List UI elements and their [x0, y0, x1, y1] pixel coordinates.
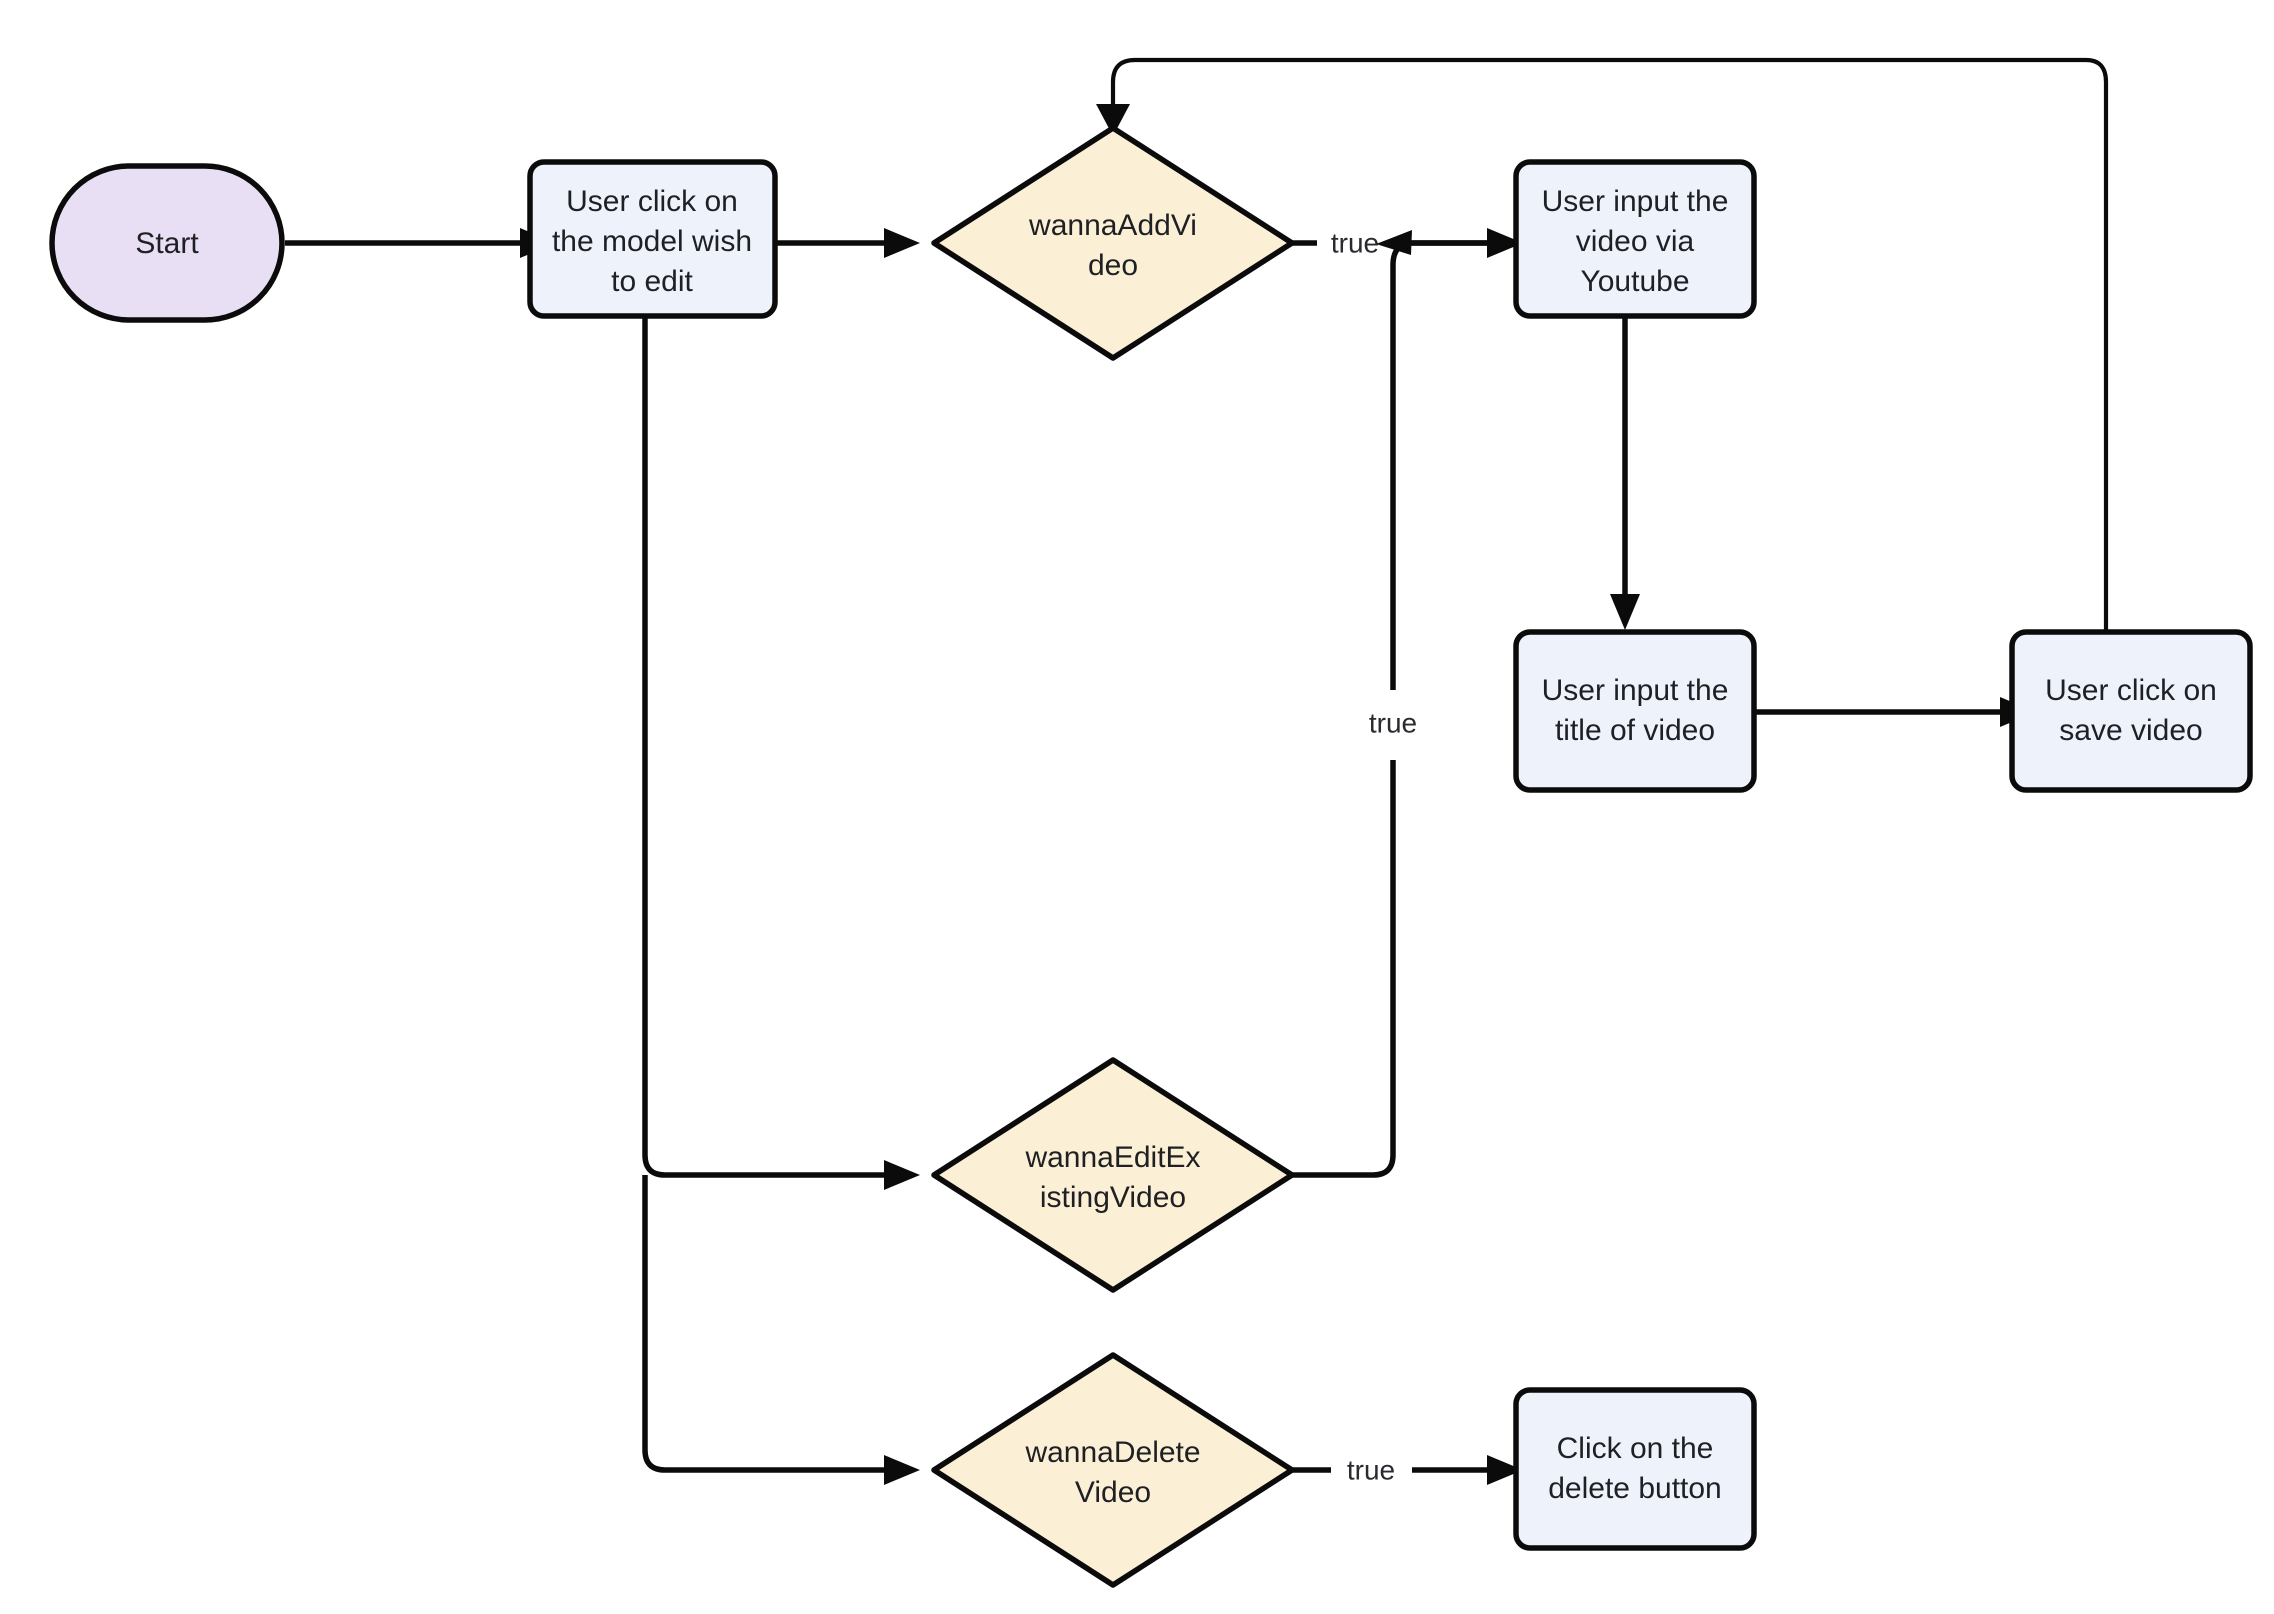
edge-label-edit-true: true [1369, 707, 1417, 738]
node-input-video-youtube[interactable]: User input the video via Youtube [1513, 159, 1757, 319]
node-input-title-label-line-1: User input the [1542, 674, 1729, 707]
node-click-model-label-line-3: to edit [611, 265, 693, 298]
node-click-save-video-label-line-2: save video [2059, 714, 2202, 747]
node-click-delete-button-label-line-2: delete button [1548, 1472, 1721, 1505]
arrow-head-icon [1096, 104, 1130, 136]
node-wanna-add-video-shape[interactable] [931, 125, 1295, 361]
edge-click-save-video-to-wanna-add-video [1096, 57, 2109, 636]
node-wanna-edit-existing[interactable]: wannaEditEx istingVideo [931, 1057, 1295, 1293]
node-wanna-delete-video[interactable]: wannaDelete Video [931, 1352, 1295, 1588]
arrow-head-icon [1610, 594, 1640, 630]
arrow-head-icon [1376, 230, 1412, 255]
edge-click-model-to-wanna-add-video [775, 228, 920, 258]
edge-label-delete-true: true [1347, 1454, 1395, 1485]
edge-path-lower [1291, 760, 1396, 1178]
node-input-video-youtube-label-line-1: User input the [1542, 185, 1729, 218]
node-wanna-add-video[interactable]: wannaAddVi deo [931, 125, 1295, 361]
edge-path-upper [1390, 240, 1487, 690]
arrow-head-icon [1487, 1455, 1523, 1485]
edges-layer: true true [285, 57, 2109, 1485]
node-click-save-video[interactable]: User click on save video [2009, 629, 2253, 793]
arrow-head-icon [884, 1160, 920, 1190]
node-input-video-youtube-label-line-3: Youtube [1580, 265, 1689, 298]
edge-click-model-to-wanna-edit-existing [642, 316, 920, 1190]
node-wanna-add-video-label-line-2: deo [1088, 249, 1138, 282]
node-wanna-edit-existing-label-line-1: wannaEditEx [1024, 1141, 1200, 1174]
node-click-delete-button[interactable]: Click on the delete button [1513, 1387, 1757, 1551]
node-click-delete-button-label-line-1: Click on the [1557, 1432, 1714, 1465]
edge-wanna-delete-video-to-click-delete-button: true [1280, 1454, 1523, 1485]
arrow-head-icon [884, 1455, 920, 1485]
edge-wanna-edit-existing-to-input-video-youtube: true [1291, 230, 1487, 1178]
node-click-delete-button-shape[interactable] [1513, 1387, 1757, 1551]
arrow-head-icon [884, 228, 920, 258]
node-wanna-add-video-label-line-1: wannaAddVi [1028, 209, 1197, 242]
edge-input-title-to-click-save-video [1752, 697, 2036, 727]
node-start[interactable]: Start [49, 163, 285, 323]
edge-start-to-click-model [285, 228, 556, 258]
node-wanna-edit-existing-label-line-2: istingVideo [1040, 1181, 1186, 1214]
node-click-save-video-label-line-1: User click on [2045, 674, 2217, 707]
edge-click-model-to-wanna-delete-video [642, 1175, 920, 1485]
node-wanna-delete-video-shape[interactable] [931, 1352, 1295, 1588]
node-wanna-delete-video-label-line-2: Video [1075, 1476, 1151, 1509]
node-click-model-shape[interactable] [527, 159, 778, 319]
node-wanna-delete-video-label-line-1: wannaDelete [1024, 1436, 1200, 1469]
node-start-shape[interactable] [49, 163, 285, 323]
node-click-model-label-line-1: User click on [566, 185, 738, 218]
node-start-label: Start [135, 227, 199, 260]
node-input-title-label-line-2: title of video [1555, 714, 1715, 747]
edge-path-loop [1110, 57, 2109, 636]
arrow-head-icon [1487, 228, 1523, 258]
node-wanna-edit-existing-shape[interactable] [931, 1057, 1295, 1293]
node-input-video-youtube-label-line-2: video via [1576, 225, 1695, 258]
edge-label-add-true: true [1331, 227, 1379, 258]
node-click-model-label-line-2: the model wish [552, 225, 752, 258]
node-input-video-youtube-shape[interactable] [1513, 159, 1757, 319]
node-click-model[interactable]: User click on the model wish to edit [527, 159, 778, 319]
edge-path [642, 1175, 884, 1473]
node-input-title-shape[interactable] [1513, 629, 1757, 793]
node-input-title[interactable]: User input the title of video [1513, 629, 1757, 793]
edge-input-video-youtube-to-input-title [1610, 313, 1640, 630]
edge-path [642, 316, 884, 1178]
node-click-save-video-shape[interactable] [2009, 629, 2253, 793]
